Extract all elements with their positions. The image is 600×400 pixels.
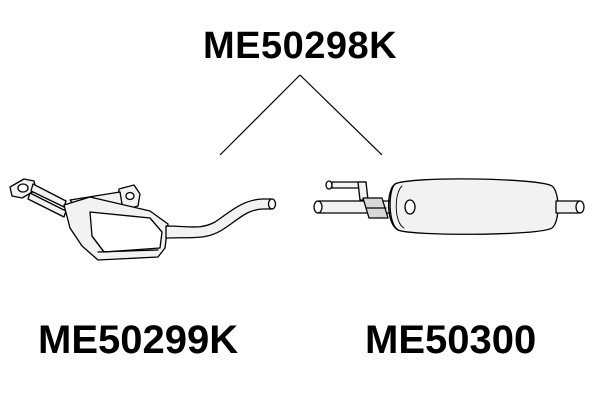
assembly-bracket	[219, 74, 383, 156]
hanger-bracket	[325, 180, 369, 201]
down-pipes	[27, 183, 67, 218]
catalytic-converter	[63, 196, 169, 261]
rear-silencer	[313, 178, 585, 235]
inlet-pipe	[313, 200, 401, 214]
intermediate-pipe	[165, 198, 277, 239]
bracket-left-line	[219, 74, 301, 156]
tailpipe	[555, 200, 585, 214]
part-number-front-pipe: ME50299K	[38, 318, 239, 362]
silencer-box	[387, 178, 559, 235]
inlet-clamp	[362, 197, 389, 219]
bracket-right-line	[299, 74, 383, 156]
part-number-rear-silencer: ME50300	[365, 318, 537, 362]
front-pipe-catalytic-converter	[9, 178, 277, 261]
assembly-part-number: ME50298K	[202, 25, 398, 67]
